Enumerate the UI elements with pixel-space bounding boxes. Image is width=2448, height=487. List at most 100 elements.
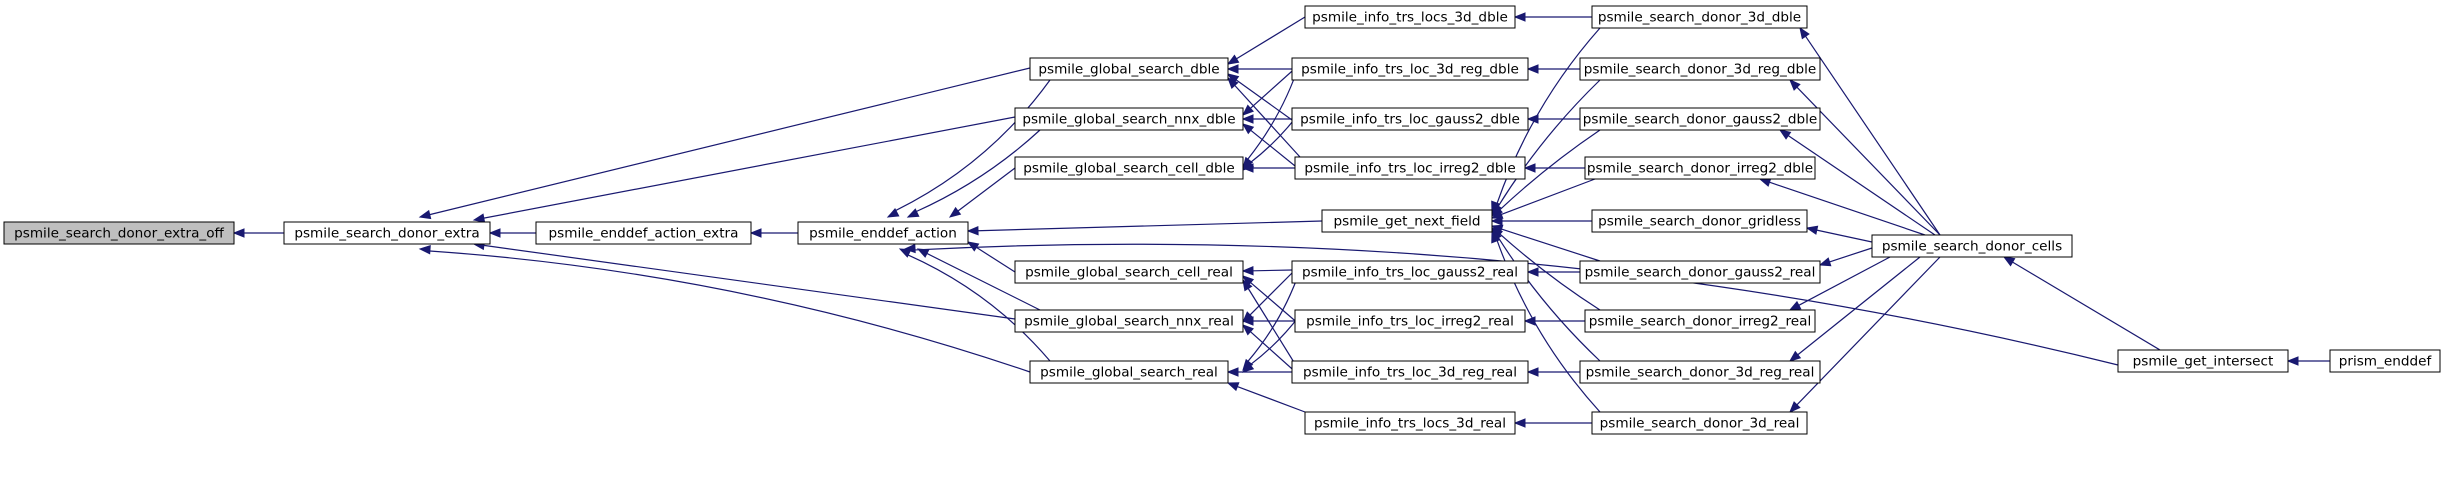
arrow-head-icon (1526, 267, 1539, 277)
node-psmile-global-search-real[interactable]: psmile_global_search_real (1029, 360, 1229, 384)
node-label: psmile_info_trs_loc_3d_reg_dble (1301, 62, 1519, 78)
node-psmile-global-search-cell-real[interactable]: psmile_global_search_cell_real (1014, 260, 1244, 284)
call-edge-8 (895, 79, 1051, 212)
node-label: psmile_search_donor_3d_reg_real (1586, 365, 1815, 381)
node-prism-enddef[interactable]: prism_enddef (2329, 349, 2441, 373)
node-psmile-search-donor-irreg2-dble[interactable]: psmile_search_donor_irreg2_dble (1584, 156, 1816, 180)
node-psmile-info-trs-locs-3d-dble[interactable]: psmile_info_trs_locs_3d_dble (1304, 5, 1516, 29)
arrow-head-icon (1241, 104, 1254, 116)
node-psmile-search-donor-3d-reg-real[interactable]: psmile_search_donor_3d_reg_real (1579, 360, 1821, 384)
call-edge-2 (429, 67, 1031, 216)
node-psmile-search-donor-3d-dble[interactable]: psmile_search_donor_3d_dble (1591, 5, 1808, 29)
call-edge-50 (1497, 237, 1601, 362)
arrow-head-icon (966, 241, 980, 252)
node-psmile-search-donor-gauss2-real[interactable]: psmile_search_donor_gauss2_real (1579, 260, 1821, 284)
node-psmile-info-trs-loc-3d-reg-real[interactable]: psmile_info_trs_loc_3d_reg_real (1291, 360, 1529, 384)
node-psmile-global-search-nnx-real[interactable]: psmile_global_search_nnx_real (1014, 309, 1244, 333)
arrow-head-icon (1788, 350, 1802, 362)
node-label: psmile_enddef_action_extra (549, 226, 739, 242)
arrow-head-icon (1226, 64, 1239, 74)
call-edge-59 (1797, 256, 1921, 356)
node-label: psmile_global_search_nnx_real (1024, 314, 1234, 330)
call-edge-44 (1497, 79, 1601, 207)
node-psmile-search-donor-extra[interactable]: psmile_search_donor_extra (283, 221, 491, 245)
node-label: psmile_info_trs_loc_gauss2_dble (1300, 112, 1520, 128)
node-psmile-global-search-cell-dble[interactable]: psmile_global_search_cell_dble (1014, 156, 1244, 180)
node-psmile-get-next-field[interactable]: psmile_get_next_field (1321, 209, 1493, 233)
node-label: psmile_search_donor_gauss2_real (1585, 265, 1816, 281)
node-label: psmile_search_donor_cells (1882, 239, 2062, 255)
arrow-head-icon (1513, 418, 1526, 428)
call-edge-3 (483, 116, 1016, 219)
arrow-head-icon (418, 245, 431, 255)
call-edge-60 (1796, 256, 1941, 406)
arrow-head-icon (1242, 278, 1253, 292)
node-label: psmile_search_donor_gauss2_dble (1583, 112, 1817, 128)
call-edge-10 (957, 167, 1016, 212)
node-psmile-info-trs-loc-3d-reg-dble[interactable]: psmile_info_trs_loc_3d_reg_dble (1291, 57, 1529, 81)
arrow-head-icon (1818, 257, 1832, 267)
node-psmile-search-donor-3d-real[interactable]: psmile_search_donor_3d_real (1591, 411, 1808, 435)
call-edge-54 (1787, 135, 1936, 236)
node-psmile-info-trs-loc-gauss2-real[interactable]: psmile_info_trs_loc_gauss2_real (1291, 260, 1529, 284)
node-psmile-info-trs-loc-irreg2-dble[interactable]: psmile_info_trs_loc_irreg2_dble (1294, 156, 1526, 180)
call-edge-11 (976, 246, 1016, 273)
node-label: psmile_info_trs_loc_gauss2_real (1302, 265, 1518, 281)
node-psmile-search-donor-3d-reg-dble[interactable]: psmile_search_donor_3d_reg_dble (1579, 57, 1821, 81)
node-psmile-enddef-action-extra[interactable]: psmile_enddef_action_extra (535, 221, 752, 245)
arrow-head-icon (488, 228, 501, 238)
arrow-head-icon (966, 225, 979, 236)
node-psmile-info-trs-loc-irreg2-real[interactable]: psmile_info_trs_loc_irreg2_real (1294, 309, 1526, 333)
arrow-head-icon (1526, 367, 1539, 377)
arrow-head-icon (1789, 401, 1801, 413)
call-edge-21 (1250, 129, 1301, 171)
arrow-head-icon (1513, 12, 1526, 22)
node-label: psmile_search_donor_gridless (1598, 214, 1801, 230)
arrow-head-icon (948, 206, 962, 218)
arrow-head-icon (1241, 114, 1254, 124)
node-psmile-get-intersect[interactable]: psmile_get_intersect (2117, 349, 2289, 373)
node-label: psmile_global_search_nnx_dble (1022, 112, 1235, 128)
node-label: psmile_info_trs_locs_3d_real (1314, 416, 1506, 432)
call-edge-58 (1798, 256, 1891, 306)
node-psmile-search-donor-gauss2-dble[interactable]: psmile_search_donor_gauss2_dble (1579, 107, 1821, 131)
node-label: psmile_get_intersect (2133, 354, 2274, 370)
arrow-head-icon (1789, 79, 1801, 91)
node-psmile-search-donor-gridless[interactable]: psmile_search_donor_gridless (1591, 209, 1808, 233)
arrow-head-icon (2286, 356, 2299, 366)
arrow-head-icon (1226, 54, 1240, 65)
node-label: prism_enddef (2339, 354, 2433, 370)
arrow-head-icon (1526, 64, 1539, 74)
call-edge-46 (1501, 178, 1596, 216)
node-psmile-search-donor-irreg2-real[interactable]: psmile_search_donor_irreg2_real (1584, 309, 1816, 333)
node-psmile-info-trs-locs-3d-real[interactable]: psmile_info_trs_locs_3d_real (1304, 411, 1516, 435)
arrow-head-icon (1799, 26, 1810, 40)
call-edge-57 (1829, 247, 1873, 263)
call-edge-15 (1236, 16, 1306, 60)
arrow-head-icon (906, 208, 920, 218)
node-label: psmile_info_trs_loc_irreg2_dble (1304, 161, 1515, 177)
call-edge-34 (1237, 385, 1306, 413)
call-edge-43 (1496, 27, 1601, 204)
arrow-head-icon (2002, 256, 2016, 267)
arrow-head-icon (1788, 300, 1802, 311)
call-edge-49 (1499, 233, 1601, 311)
call-edge-12 (926, 252, 1041, 311)
call-edge-9 (916, 129, 1041, 213)
call-edge-55 (1769, 181, 1926, 236)
node-psmile-search-donor-extra-off[interactable]: psmile_search_donor_extra_off (3, 221, 235, 245)
node-label: psmile_search_donor_irreg2_real (1589, 314, 1812, 330)
call-edge-31 (1247, 269, 1301, 362)
node-label: psmile_search_donor_extra (294, 226, 479, 242)
node-psmile-enddef-action[interactable]: psmile_enddef_action (797, 221, 969, 245)
node-psmile-search-donor-cells[interactable]: psmile_search_donor_cells (1871, 234, 2073, 258)
node-psmile-info-trs-loc-gauss2-dble[interactable]: psmile_info_trs_loc_gauss2_dble (1291, 107, 1529, 131)
node-label: psmile_global_search_real (1040, 365, 1218, 381)
call-edge-17 (1235, 79, 1293, 121)
node-psmile-global-search-dble[interactable]: psmile_global_search_dble (1029, 57, 1229, 81)
node-label: psmile_search_donor_extra_off (14, 226, 224, 242)
node-psmile-global-search-nnx-dble[interactable]: psmile_global_search_nnx_dble (1014, 107, 1244, 131)
node-label: psmile_info_trs_loc_irreg2_real (1306, 314, 1514, 330)
arrow-head-icon (1805, 225, 1819, 235)
